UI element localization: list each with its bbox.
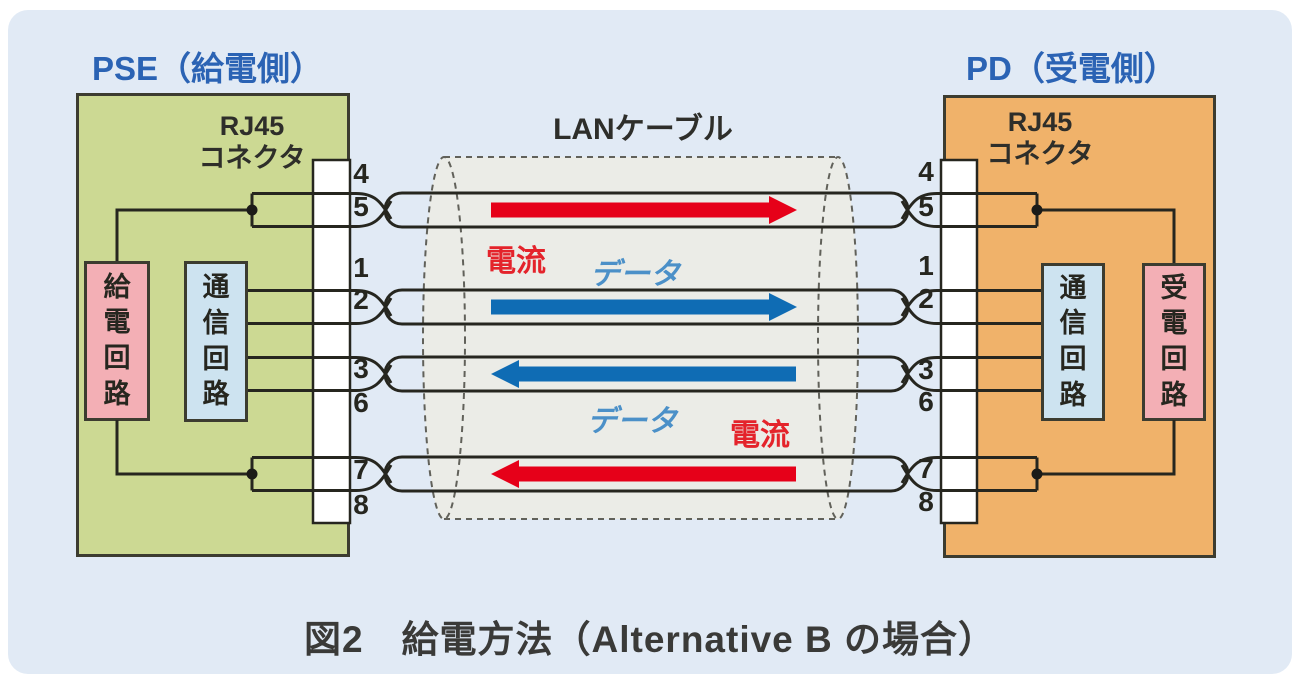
pd-pin-7: 7: [918, 453, 934, 484]
pse-pin-7: 7: [353, 454, 369, 485]
pd-comm-circuit-box: 通信回路: [1041, 263, 1105, 421]
pse-connector-label: RJ45 コネクタ: [170, 110, 334, 175]
data-label-top: データ: [590, 258, 680, 291]
pse-connector-label-line2: コネクタ: [198, 143, 306, 174]
pse-connector-label-line1: RJ45: [219, 111, 285, 141]
pse-pin-4: 4: [353, 158, 369, 189]
current-label-top: 電流: [486, 245, 546, 278]
pse-pin-8: 8: [353, 489, 369, 520]
figure-caption: 図2 給電方法（Alternative B の場合）: [303, 619, 997, 660]
lan-cable-label: LANケーブル: [553, 113, 733, 146]
pse-power-circuit-box: 給電回路: [84, 261, 150, 421]
pd-connector-label-line1: RJ45: [1007, 107, 1073, 137]
pse-pin-1: 1: [353, 252, 369, 283]
pse-title: PSE（給電側）: [92, 50, 324, 87]
pd-connector-label: RJ45 コネクタ: [958, 106, 1122, 171]
pd-pin-3: 3: [918, 354, 934, 385]
pd-power-circuit-label: 受電回路: [1160, 272, 1188, 410]
pd-connector-label-line2: コネクタ: [986, 139, 1094, 170]
pd-pin-4: 4: [918, 156, 934, 187]
pd-title: PD（受電側）: [966, 50, 1177, 87]
pse-pin-6: 6: [353, 387, 369, 418]
pse-pin-3: 3: [353, 353, 369, 384]
pd-pin-8: 8: [918, 486, 934, 517]
pd-pin-5: 5: [918, 191, 934, 222]
pd-comm-circuit-label: 通信回路: [1059, 272, 1087, 410]
pd-power-circuit-box: 受電回路: [1142, 263, 1206, 421]
pd-pin-2: 2: [918, 283, 934, 314]
pse-comm-circuit-box: 通信回路: [184, 261, 248, 422]
pd-pin-1: 1: [918, 250, 934, 281]
current-label-bottom: 電流: [730, 419, 790, 452]
pd-pin-6: 6: [918, 386, 934, 417]
pse-comm-circuit-label: 通信回路: [202, 272, 230, 410]
pse-power-circuit-label: 給電回路: [103, 271, 131, 409]
pse-pin-5: 5: [353, 191, 369, 222]
pse-pin-2: 2: [353, 284, 369, 315]
data-label-bottom: データ: [587, 405, 677, 438]
